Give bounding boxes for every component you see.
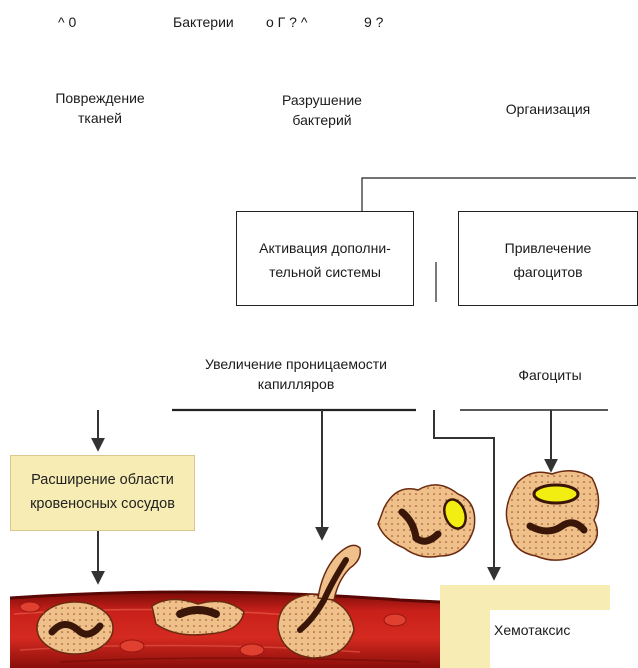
- phagocyte-right: [506, 471, 598, 560]
- phagocyte-left: [378, 485, 475, 557]
- chemotaxis-label: Хемотаксис: [494, 622, 570, 638]
- vessel-white-cell-1: [37, 602, 113, 654]
- vessel-dilation-line1: Расширение области: [11, 468, 194, 492]
- organization-bracket-line: [362, 178, 636, 211]
- connector-lines: [172, 178, 636, 410]
- chemotaxis-label-area: [490, 610, 610, 668]
- vessel-white-cell-2: [152, 599, 244, 634]
- vessel-dilation-box: Расширение области кровеносных сосудов: [10, 455, 195, 531]
- vessel-dilation-text: Расширение области кровеносных сосудов: [11, 468, 194, 516]
- vessel-dilation-line2: кровеносных сосудов: [11, 492, 194, 516]
